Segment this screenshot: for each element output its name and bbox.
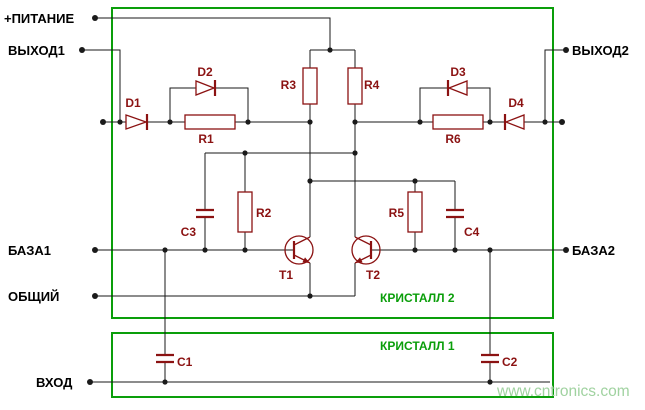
- crystal1-label: КРИСТАЛЛ 1: [380, 339, 455, 353]
- component-layer: [125, 67, 525, 364]
- r3-resistor-symbol: [302, 67, 318, 105]
- r2-resistor-symbol: [237, 191, 253, 233]
- terminal-dots: [79, 15, 569, 385]
- d3-label: D3: [450, 65, 466, 79]
- r6-label: R6: [445, 132, 461, 146]
- c4-capacitor-symbol: [446, 208, 464, 219]
- r1-label: R1: [198, 132, 214, 146]
- d2-diode-symbol: [195, 80, 217, 96]
- net-output1-wire: [82, 49, 310, 123]
- r4-resistor-symbol: [347, 67, 363, 105]
- pin-label-input: ВХОД: [36, 375, 73, 390]
- pin-label-power: +ПИТАНИЕ: [4, 11, 75, 26]
- d4-diode-symbol: [503, 114, 525, 130]
- pin-label-base2: БАЗА2: [572, 243, 615, 258]
- pin-label-output2: ВЫХОД2: [572, 43, 629, 58]
- crystal2-outline: [111, 7, 554, 319]
- c3-label: C3: [181, 225, 197, 239]
- r3-label: R3: [281, 78, 297, 92]
- d1-diode-symbol: [125, 114, 149, 130]
- t1-label: T1: [279, 268, 293, 282]
- pin-label-common: ОБЩИЙ: [8, 289, 59, 304]
- net-output2-wire: [355, 49, 566, 123]
- net-input-wire: [90, 250, 550, 383]
- watermark-text: www.cntronics.com: [496, 383, 630, 400]
- net-coupling-right-wire: [310, 180, 456, 250]
- net-power-wire: [95, 17, 356, 68]
- r4-label: R4: [364, 78, 380, 92]
- net-common-wire: [95, 263, 356, 297]
- t2-label: T2: [366, 268, 380, 282]
- r5-label: R5: [389, 206, 405, 220]
- r5-resistor-symbol: [407, 191, 423, 233]
- wire-layer: [82, 17, 566, 383]
- c1-label: C1: [177, 355, 193, 369]
- c3-capacitor-symbol: [196, 208, 214, 219]
- c4-label: C4: [464, 225, 480, 239]
- d3-diode-symbol: [446, 80, 468, 96]
- crystal2-label: КРИСТАЛЛ 2: [380, 291, 455, 305]
- pin-label-output1: ВЫХОД1: [8, 43, 65, 58]
- t2-transistor-symbol: [351, 235, 381, 265]
- pin-label-base1: БАЗА1: [8, 243, 51, 258]
- d4-label: D4: [508, 96, 524, 110]
- d2-label: D2: [197, 65, 213, 79]
- junction-dots: [117, 47, 548, 385]
- d1-label: D1: [125, 96, 141, 110]
- r1-resistor-symbol: [184, 114, 236, 130]
- c2-capacitor-symbol: [481, 353, 499, 364]
- crystal1-outline: [111, 332, 554, 398]
- net-coupling-left-wire: [204, 152, 355, 250]
- c2-label: C2: [502, 355, 518, 369]
- r6-resistor-symbol: [432, 114, 484, 130]
- r2-label: R2: [256, 206, 272, 220]
- t1-transistor-symbol: [284, 235, 314, 265]
- c1-capacitor-symbol: [156, 353, 174, 364]
